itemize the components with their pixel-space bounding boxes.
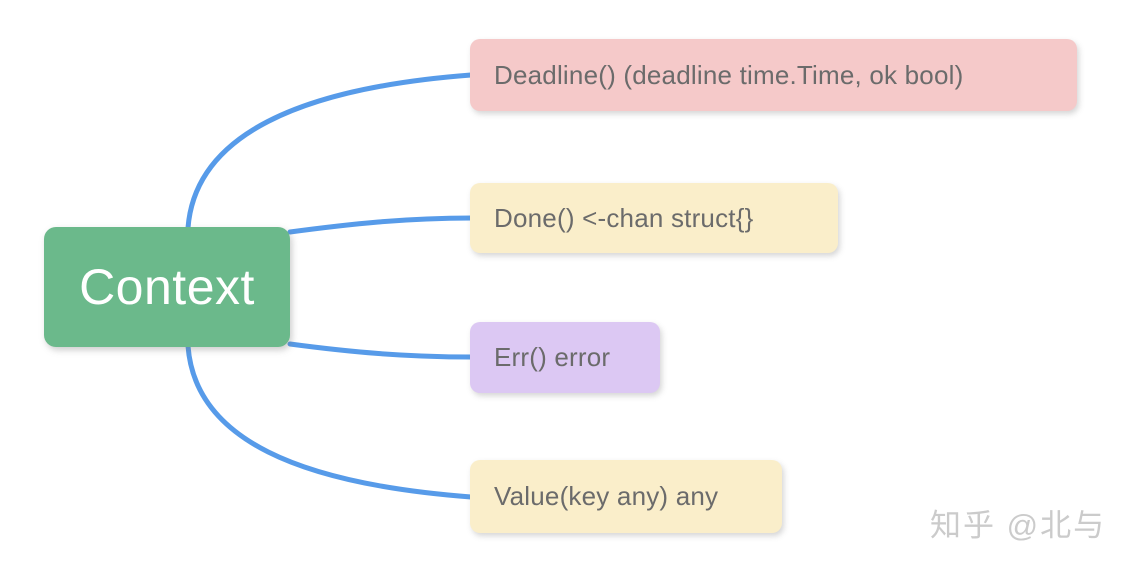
node-err-method: Err() error <box>470 322 660 393</box>
connector-context-done <box>287 215 475 235</box>
node-done-method: Done() <-chan struct{} <box>470 183 838 253</box>
connector-context-value <box>185 343 474 500</box>
node-context: Context <box>44 227 290 347</box>
connector-context-err <box>287 341 475 360</box>
node-deadline-method: Deadline() (deadline time.Time, ok bool) <box>470 39 1077 111</box>
zhihu-watermark: 知乎 @北与 <box>930 508 1107 543</box>
connector-context-deadline <box>185 72 474 231</box>
node-value-method: Value(key any) any <box>470 460 782 533</box>
